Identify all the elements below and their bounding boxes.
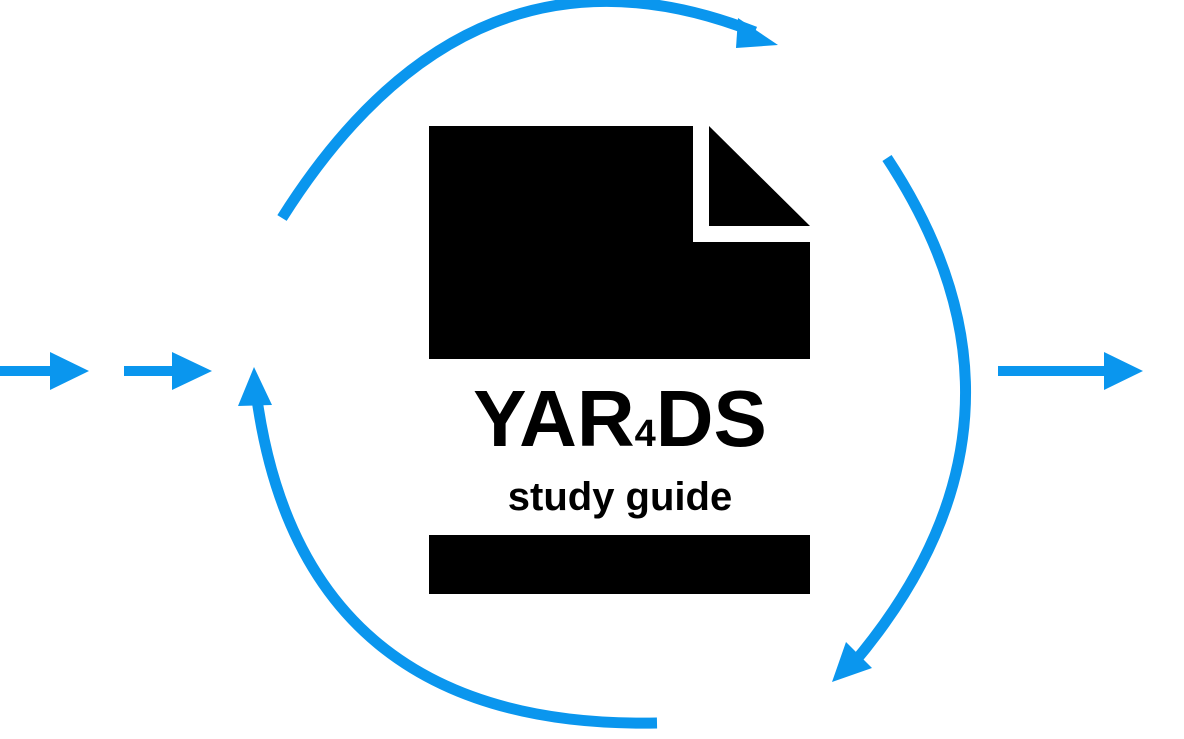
arrowhead-left-icon — [238, 367, 272, 406]
right-arrow-icon — [1104, 352, 1143, 390]
document-icon — [429, 126, 810, 594]
doc-title-part-b: DS — [656, 374, 767, 463]
arrowhead-top-icon — [736, 18, 778, 48]
cycle-arc-bottom-left — [250, 391, 658, 729]
right-arrow-icon — [50, 352, 89, 390]
input-arrow-2 — [124, 352, 212, 390]
document-fold — [709, 126, 810, 226]
document-body — [429, 126, 810, 359]
right-arrow-icon — [172, 352, 212, 390]
cycle-arc-right — [847, 154, 971, 669]
output-arrow — [998, 352, 1143, 390]
cycle-arrows — [238, 0, 971, 729]
arrowhead-right-icon — [832, 642, 872, 682]
doc-title-part-a: YAR — [473, 374, 635, 463]
input-arrow-1 — [0, 352, 89, 390]
document-footer-bar — [429, 535, 810, 594]
doc-title: YAR4DS — [473, 374, 767, 463]
cycle-arc-top — [277, 0, 758, 221]
doc-title-subscript: 4 — [635, 413, 656, 455]
input-arrows — [0, 352, 212, 390]
doc-subtitle: study guide — [508, 475, 732, 519]
